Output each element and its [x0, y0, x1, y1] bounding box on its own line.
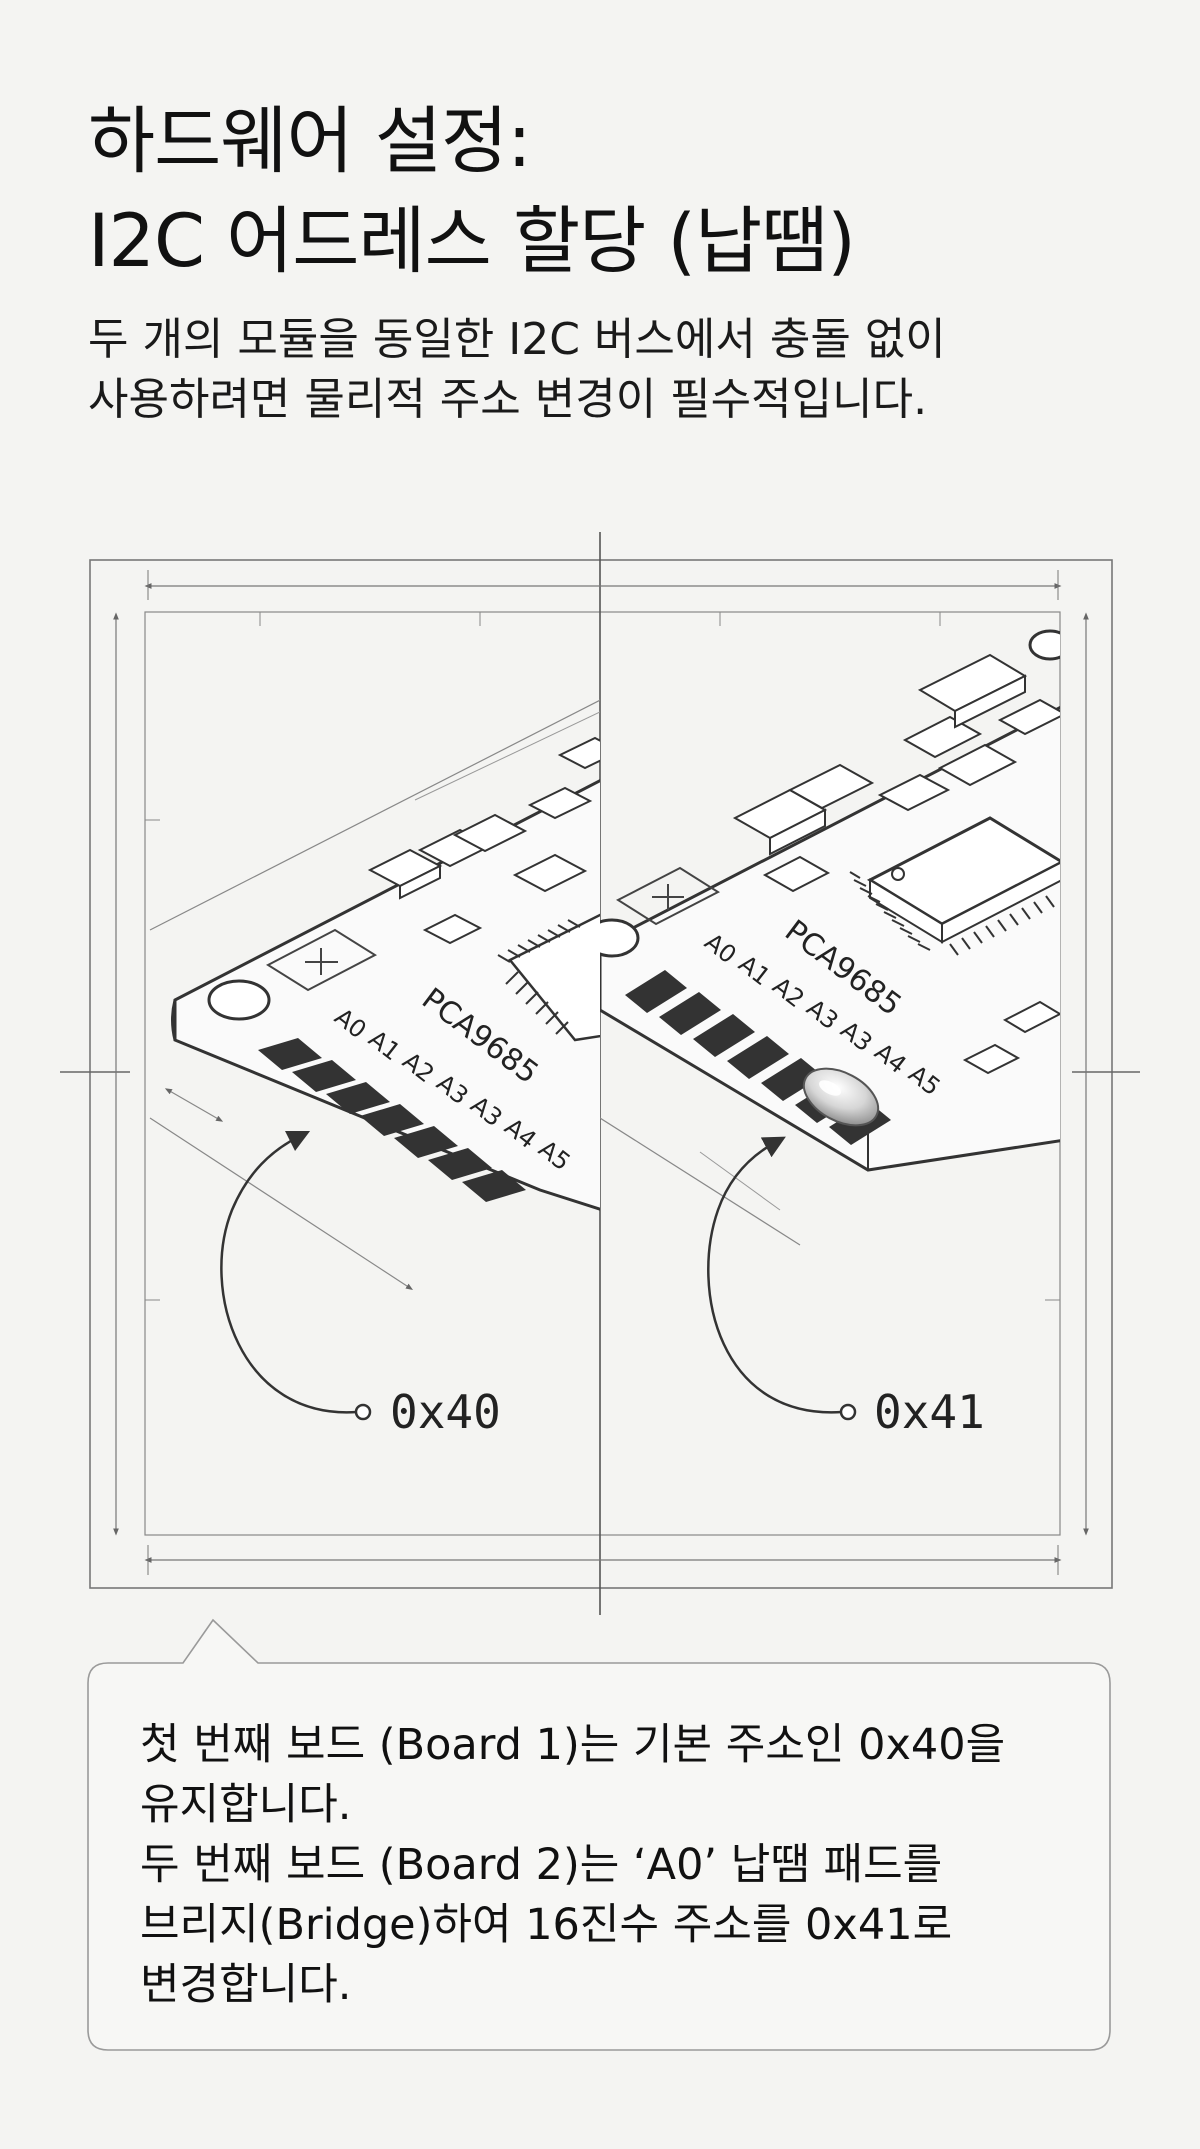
callout-line-3: 두 번째 보드 (Board 2)는 ‘A0’ 납땜 패드를 — [140, 1840, 943, 1890]
subtitle: 두 개의 모듈을 동일한 I2C 버스에서 충돌 없이 사용하려면 물리적 주소… — [88, 310, 1128, 430]
board-1-address: 0x40 — [390, 1385, 501, 1439]
board-1: PCA9685 A0 A1 A2 A3 A3 A4 A5 — [149, 699, 600, 1290]
callout-line-5: 변경합니다. — [140, 1960, 352, 2010]
title-line-1: 하드웨어 설정: — [88, 99, 532, 184]
callout-line-2: 유지합니다. — [140, 1780, 352, 1830]
title-line-2: I2C 어드레스 할당 (납땜) — [88, 199, 856, 284]
subtitle-line-2: 사용하려면 물리적 주소 변경이 필수적입니다. — [88, 374, 928, 425]
callout-box — [87, 1618, 1111, 2051]
board-2-address-arrow — [707, 1136, 843, 1414]
solder-diagram: PCA9685 A0 A1 A2 A3 A3 A4 A5 — [60, 532, 1140, 1615]
callout-line-4: 브리지(Bridge)하여 16진수 주소를 0x41로 — [140, 1900, 953, 1950]
outer-frame — [89, 559, 1113, 1589]
subtitle-line-1: 두 개의 모듈을 동일한 I2C 버스에서 충돌 없이 — [88, 314, 946, 365]
board-1-address-arrow — [220, 1130, 358, 1414]
callout-line-1: 첫 번째 보드 (Board 1)는 기본 주소인 0x40을 — [140, 1720, 1006, 1770]
page-title: 하드웨어 설정: I2C 어드레스 할당 (납땜) — [88, 92, 1128, 292]
callout-text: 첫 번째 보드 (Board 1)는 기본 주소인 0x40을 유지합니다. 두… — [140, 1715, 1100, 2015]
board-2-address: 0x41 — [874, 1385, 985, 1439]
board-2: PCA9685 A0 A1 A2 A3 A3 A4 A5 — [600, 629, 1060, 1246]
